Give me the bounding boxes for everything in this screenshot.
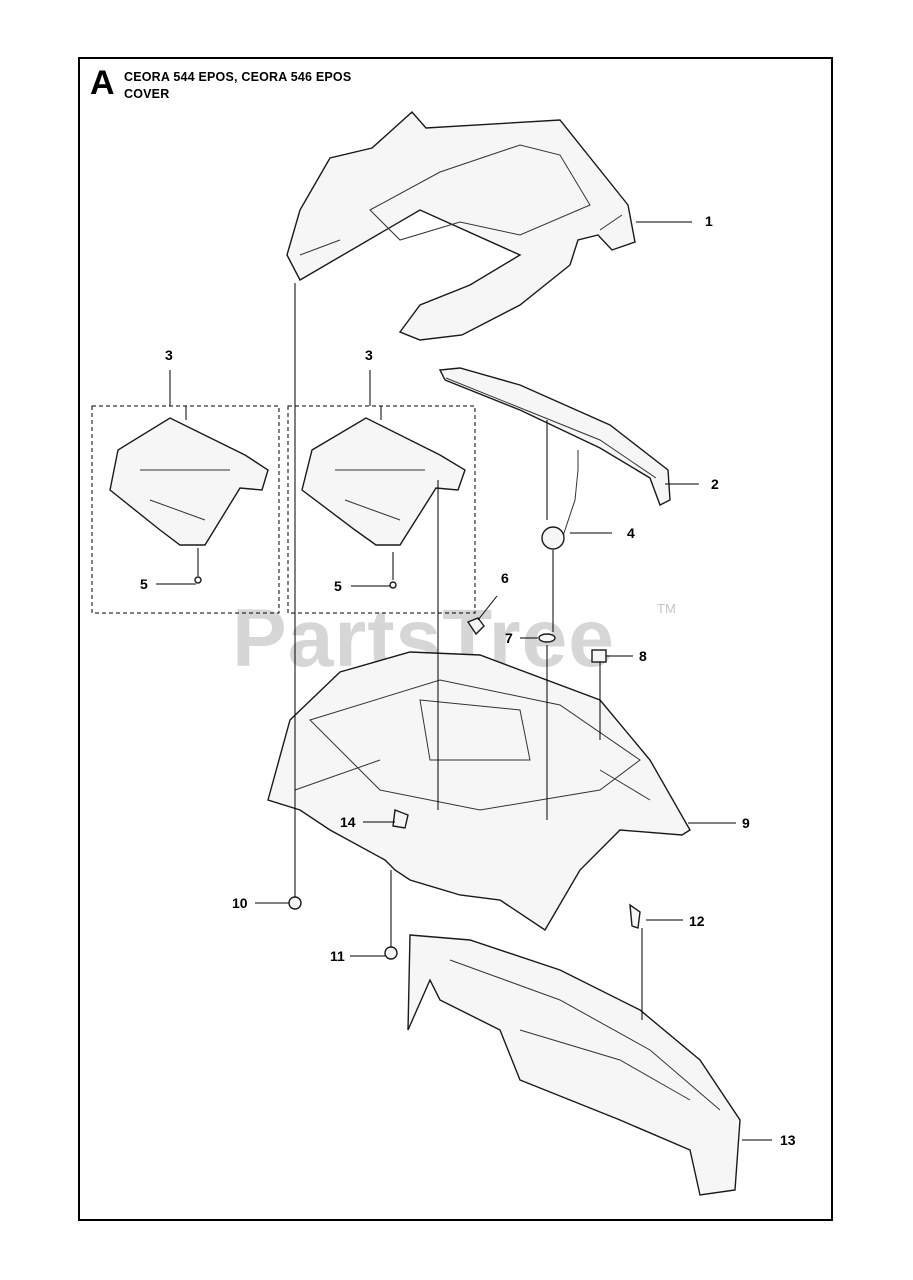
part-7-seal: [538, 633, 556, 643]
leader-6: [477, 595, 498, 621]
part-1-top-cover: [286, 111, 636, 341]
part-10-screw: [288, 896, 302, 910]
leader-3-left: [169, 370, 187, 420]
part-5-screw-left: [194, 576, 202, 584]
part-13-lower-chassis: [407, 934, 741, 1196]
callout-4: 4: [627, 525, 635, 541]
callout-8: 8: [639, 648, 647, 664]
callout-5-right: 5: [334, 578, 342, 594]
leader-12: [641, 919, 683, 1020]
callout-13: 13: [780, 1132, 796, 1148]
section-letter: A: [90, 64, 115, 102]
model-title: CEORA 544 EPOS, CEORA 546 EPOS: [124, 70, 352, 84]
part-8-clip: [591, 649, 607, 663]
callout-10: 10: [232, 895, 248, 911]
leader-5-right: [351, 552, 394, 587]
part-3-cover-left: [109, 417, 269, 546]
leader-3-right: [369, 370, 382, 420]
part-14-bracket: [392, 809, 409, 829]
part-5-screw-right: [389, 581, 397, 589]
part-3-cover-right: [301, 417, 466, 546]
leader-14: [363, 480, 439, 823]
callout-5-left: 5: [140, 576, 148, 592]
callout-3-left: 3: [165, 347, 173, 363]
callout-6: 6: [501, 570, 509, 586]
leader-11: [350, 870, 392, 957]
watermark-trademark: TM: [657, 601, 676, 616]
callout-11: 11: [330, 948, 345, 964]
diagram-subtitle: COVER: [124, 87, 170, 101]
callout-1: 1: [705, 213, 713, 229]
callout-12: 12: [689, 913, 705, 929]
alignment-lines: [546, 420, 601, 820]
callout-14: 14: [340, 814, 356, 830]
callout-7: 7: [505, 630, 513, 646]
part-12-clip: [629, 903, 641, 929]
part-4-sensor: [541, 450, 579, 550]
callout-2: 2: [711, 476, 719, 492]
callout-9: 9: [742, 815, 750, 831]
callout-3-right: 3: [365, 347, 373, 363]
part-6-nut: [466, 617, 485, 636]
part-11-nut: [384, 946, 398, 960]
part-2-handle-bar: [438, 367, 671, 506]
part-9-body: [267, 651, 691, 931]
leader-10: [255, 283, 296, 904]
leader-5-left: [156, 548, 199, 585]
diagram-frame: [78, 57, 833, 1221]
